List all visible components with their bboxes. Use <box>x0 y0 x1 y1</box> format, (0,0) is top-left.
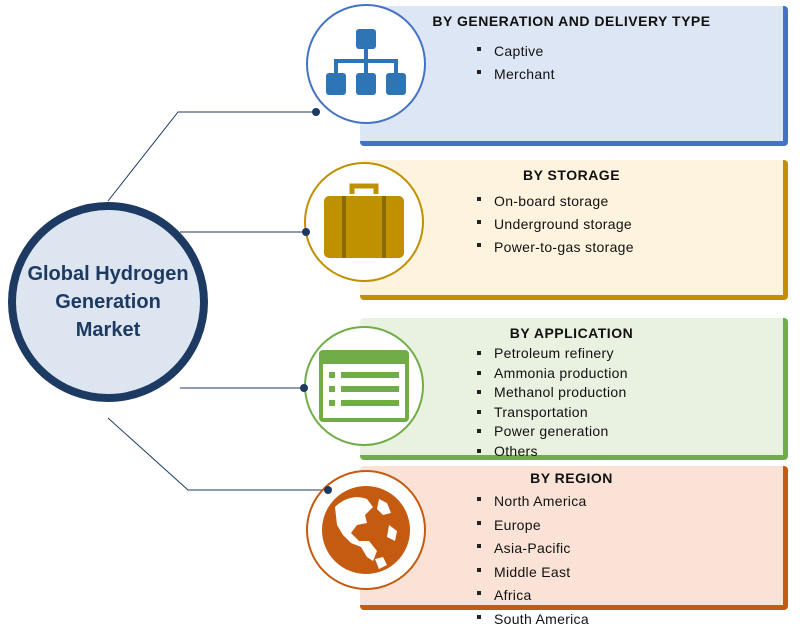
list-item: Petroleum refinery <box>360 344 783 364</box>
briefcase-icon <box>324 183 404 258</box>
connector-dot <box>324 486 332 494</box>
list-item: Transportation <box>360 403 783 423</box>
panel-storage: BY STORAGE On-board storage Underground … <box>360 160 788 300</box>
list-item: On-board storage <box>360 190 783 213</box>
panel-generation: BY GENERATION AND DELIVERY TYPE Captive … <box>360 6 788 146</box>
connector-region <box>107 417 328 491</box>
globe-icon <box>322 486 410 574</box>
panel-application: BY APPLICATION Petroleum refinery Ammoni… <box>360 318 788 460</box>
panel-generation-list: Captive Merchant <box>360 40 783 86</box>
panel-region-title: BY REGION <box>530 470 613 486</box>
list-item: Middle East <box>360 561 783 585</box>
panel-application-list: Petroleum refinery Ammonia production Me… <box>360 344 783 461</box>
connector-dot <box>302 228 310 236</box>
list-item: Africa <box>360 584 783 608</box>
panel-storage-list: On-board storage Underground storage Pow… <box>360 190 783 259</box>
list-item: Power generation <box>360 422 783 442</box>
list-item: Others <box>360 442 783 462</box>
panel-generation-title: BY GENERATION AND DELIVERY TYPE <box>432 13 711 29</box>
list-item: Methanol production <box>360 383 783 403</box>
list-item: Europe <box>360 514 783 538</box>
list-item: Captive <box>360 40 783 63</box>
list-icon <box>319 350 409 422</box>
panel-region: BY REGION North America Europe Asia-Paci… <box>360 466 788 627</box>
list-item: South America <box>360 608 783 632</box>
list-item: Power-to-gas storage <box>360 236 783 259</box>
icon-circle-storage <box>304 162 424 282</box>
panel-storage-title: BY STORAGE <box>522 167 621 183</box>
icon-circle-generation <box>306 4 426 124</box>
hierarchy-icon <box>326 29 406 95</box>
hub-circle: Global Hydrogen Generation Market <box>8 202 208 402</box>
connector-generation <box>107 111 316 202</box>
hub-title: Global Hydrogen Generation Market <box>27 263 189 341</box>
list-item: Merchant <box>360 63 783 86</box>
connector-dot <box>312 108 320 116</box>
panel-application-title: BY APPLICATION <box>509 325 634 341</box>
list-item: Underground storage <box>360 213 783 236</box>
connector-dot <box>300 384 308 392</box>
list-item: North America <box>360 490 783 514</box>
list-item: Asia-Pacific <box>360 537 783 561</box>
icon-circle-application <box>304 326 424 446</box>
panel-region-list: North America Europe Asia-Pacific Middle… <box>360 490 783 632</box>
list-item: Ammonia production <box>360 364 783 384</box>
